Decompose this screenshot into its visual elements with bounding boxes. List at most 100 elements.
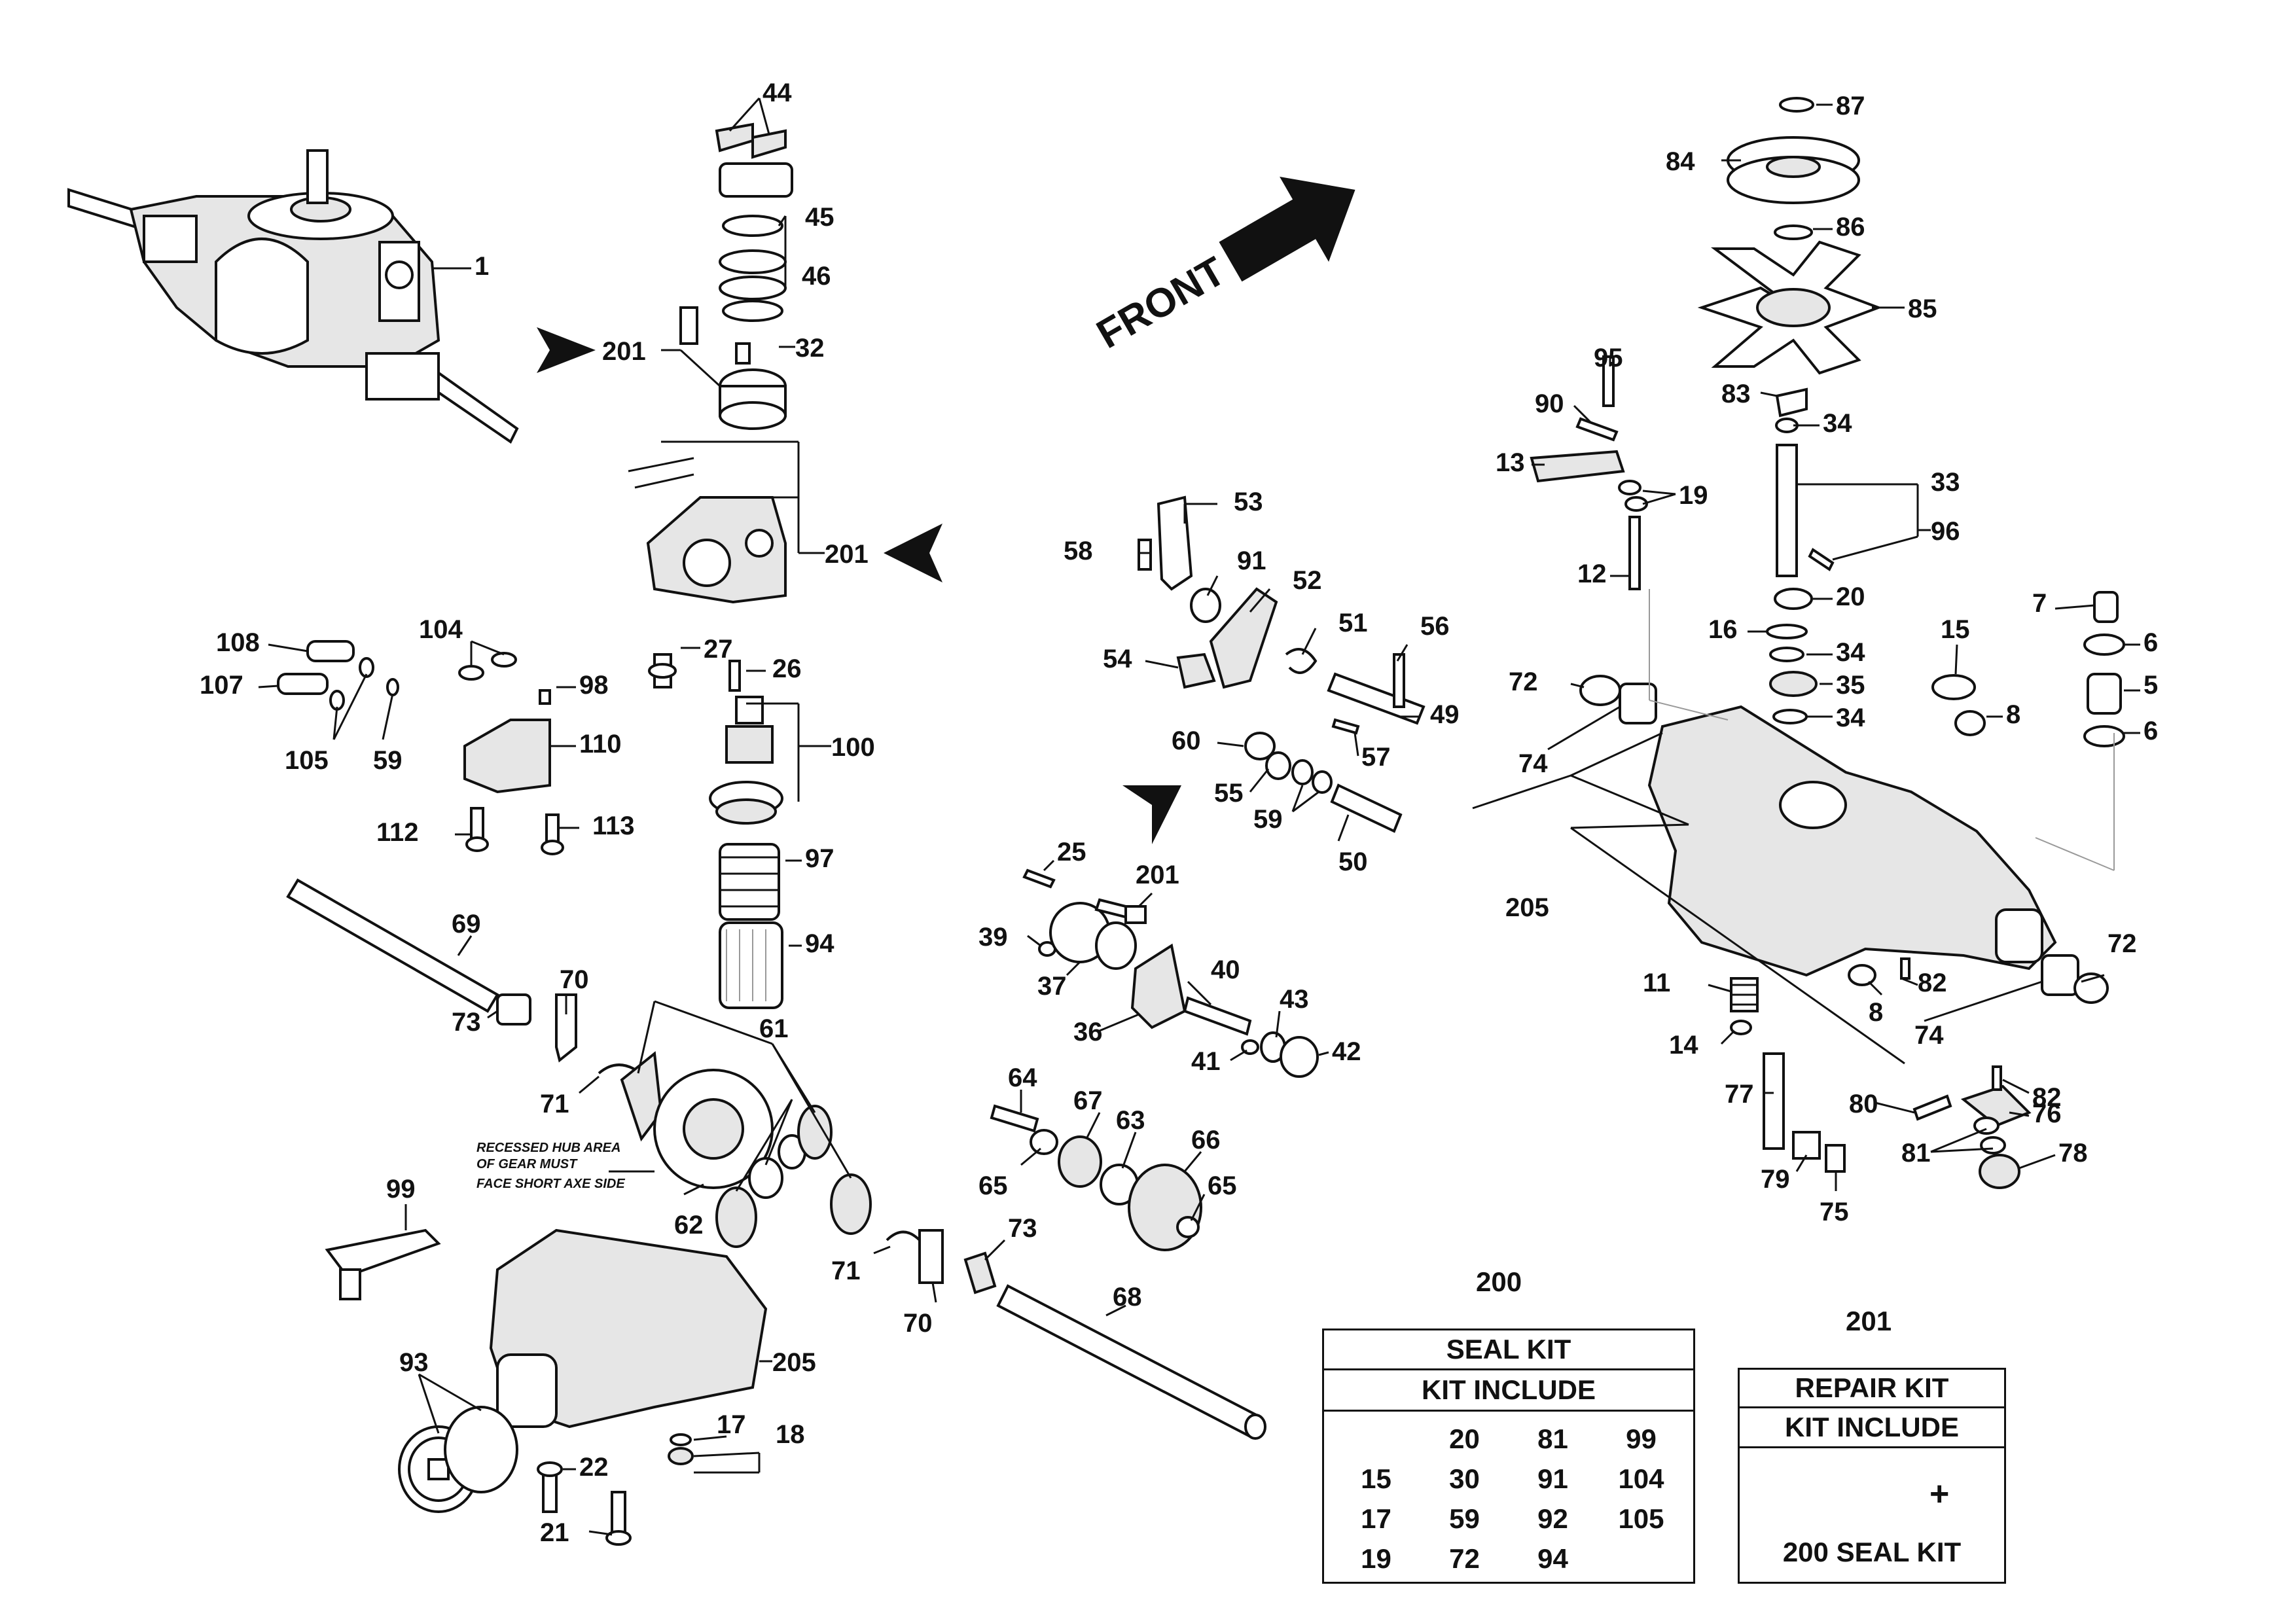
part-label: 68 <box>1113 1283 1142 1311</box>
part-label: 15 <box>1941 615 1970 644</box>
part-label: 79 <box>1761 1165 1790 1194</box>
part-label: 69 <box>452 910 481 938</box>
part-label: 82 <box>2032 1083 2062 1112</box>
part-label: 107 <box>200 671 243 700</box>
part-label: 91 <box>1237 546 1266 575</box>
part-label: 43 <box>1280 985 1309 1014</box>
part-label: 13 <box>1496 448 1525 477</box>
gear-train-left <box>286 878 872 1546</box>
transaxle-assembly <box>67 149 519 444</box>
part-label: 87 <box>1836 92 1865 120</box>
part-label: 20 <box>1836 582 1865 611</box>
part-label: 72 <box>2108 929 2137 958</box>
part-label: 73 <box>452 1008 481 1037</box>
part-label: 93 <box>399 1348 429 1377</box>
part-label: 33 <box>1931 468 1960 497</box>
part-label: 58 <box>1064 537 1093 565</box>
part-label: 70 <box>903 1309 933 1338</box>
seal-kit-number: 200 <box>1476 1266 1522 1297</box>
part-label: 6 <box>2144 628 2158 657</box>
part-label: 81 <box>1901 1139 1931 1168</box>
part-label: 22 <box>579 1453 609 1482</box>
part-label: 57 <box>1361 743 1391 772</box>
part-label: 110 <box>579 730 622 758</box>
part-label: 67 <box>1073 1086 1103 1115</box>
seal-kit-table: SEAL KIT KIT INCLUDE 20 81 99 15 30 91 1… <box>1322 1329 1695 1584</box>
part-label: 78 <box>2058 1139 2088 1168</box>
part-label: 49 <box>1430 700 1460 729</box>
part-label: 21 <box>540 1518 569 1547</box>
part-label: 75 <box>1820 1198 1849 1226</box>
repair-kit-title: REPAIR KIT <box>1740 1370 2004 1408</box>
seal-kit-item: 17 <box>1361 1503 1391 1534</box>
part-label: 62 <box>674 1211 704 1240</box>
part-label: 1 <box>475 252 489 281</box>
part-label: 8 <box>2006 700 2020 729</box>
seal-kit-item: 19 <box>1361 1543 1391 1574</box>
front-label: FRONT <box>1089 249 1233 358</box>
repair-kit-plus: + <box>1929 1475 1950 1513</box>
part-label: 5 <box>2144 671 2158 700</box>
part-label: 65 <box>1208 1171 1237 1200</box>
part-label: 95 <box>1594 344 1623 372</box>
part-label: 84 <box>1666 147 1695 176</box>
part-label: 96 <box>1931 517 1960 546</box>
part-label: 83 <box>1721 380 1751 408</box>
part-label: 60 <box>1172 726 1201 755</box>
seal-kit-subtitle: KIT INCLUDE <box>1324 1370 1693 1412</box>
part-labels: 44 45 46 32 201 201 201 1 27 26 100 97 9… <box>200 79 2158 1547</box>
part-label: 82 <box>1918 969 1947 997</box>
repair-kit-table: REPAIR KIT KIT INCLUDE + 200 SEAL KIT <box>1738 1368 2006 1584</box>
part-label: 12 <box>1577 560 1607 588</box>
part-label: 19 <box>1679 481 1708 510</box>
part-label: 51 <box>1338 609 1368 637</box>
seal-kit-item: 15 <box>1361 1463 1391 1494</box>
part-label: 205 <box>1505 893 1549 922</box>
part-label: 99 <box>386 1175 416 1204</box>
part-label: 112 <box>376 818 419 847</box>
part-label: 6 <box>2144 717 2158 745</box>
part-label: 65 <box>978 1171 1008 1200</box>
part-label: 113 <box>592 812 635 840</box>
part-label: 45 <box>805 203 834 232</box>
arrow-201-left-mid <box>884 524 942 582</box>
part-label: 26 <box>772 654 802 683</box>
part-label: 100 <box>831 733 875 762</box>
seal-kit-item: 81 <box>1537 1423 1568 1454</box>
part-label: 90 <box>1535 389 1564 418</box>
note-line-2: OF GEAR MUST <box>476 1157 578 1171</box>
part-label: 42 <box>1332 1037 1361 1066</box>
part-label: 85 <box>1908 294 1937 323</box>
part-label: 44 <box>762 79 792 107</box>
gear-train-right <box>886 1104 1266 1440</box>
brake-parts <box>1730 957 2032 1189</box>
part-label: 71 <box>540 1090 569 1118</box>
seal-kit-item: 94 <box>1537 1543 1568 1574</box>
center-housing <box>628 457 787 1009</box>
seal-kit-item: 20 <box>1449 1423 1480 1454</box>
part-label: 37 <box>1037 972 1067 1001</box>
seal-kit-item: 92 <box>1537 1503 1568 1534</box>
part-label: 32 <box>795 334 825 363</box>
part-label: 52 <box>1293 566 1322 595</box>
seal-kit-item: 72 <box>1449 1543 1480 1574</box>
part-label: 70 <box>560 965 589 994</box>
part-label: 77 <box>1725 1080 1754 1109</box>
part-label: 36 <box>1073 1018 1103 1046</box>
part-label: 108 <box>216 628 260 657</box>
part-label: 14 <box>1669 1031 1698 1060</box>
seal-kit-item <box>1597 1541 1685 1577</box>
part-label: 201 <box>1136 861 1179 889</box>
part-label: 61 <box>759 1014 789 1043</box>
part-label: 11 <box>1643 969 1670 997</box>
part-label: 97 <box>805 844 834 873</box>
part-label: 34 <box>1836 638 1865 667</box>
part-label: 17 <box>717 1410 746 1439</box>
part-label: 63 <box>1116 1106 1145 1135</box>
part-label: 7 <box>2032 589 2047 618</box>
part-label: 53 <box>1234 488 1263 516</box>
part-label: 27 <box>704 635 733 664</box>
pump-cylinder-parts <box>679 122 793 430</box>
input-shaft-stack <box>1530 97 2125 747</box>
